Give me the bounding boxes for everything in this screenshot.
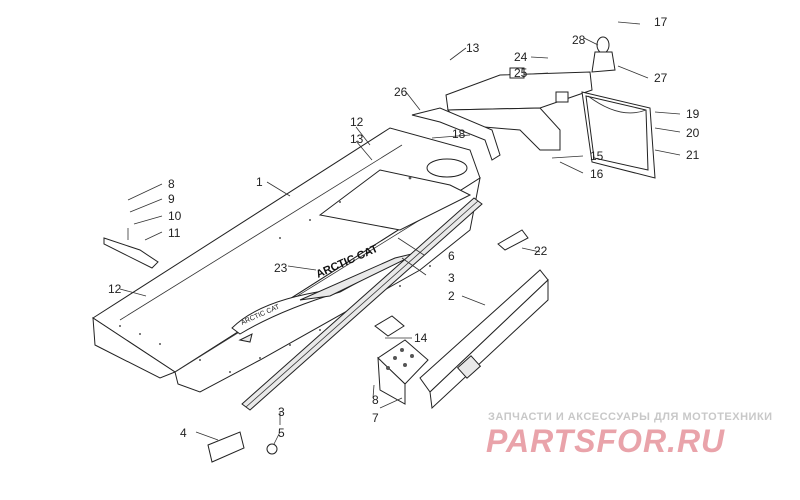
small-plate-part [374, 315, 405, 337]
callout-22: 22 [534, 244, 548, 258]
callout-13-lower: 13 [350, 132, 364, 146]
bumper-assembly [445, 67, 593, 151]
callout-26: 26 [394, 85, 408, 99]
watermark-logo: PARTSFOR.RU [486, 423, 725, 459]
callout-19: 19 [686, 107, 700, 121]
callout-1: 1 [256, 175, 263, 189]
callout-7: 7 [372, 411, 379, 425]
callout-2: 2 [448, 289, 455, 303]
footrest-plate-part [377, 339, 429, 405]
callout-14: 14 [414, 331, 428, 345]
bumper-bar-part [411, 107, 501, 161]
clip-part [103, 228, 159, 269]
callout-13-upper: 13 [466, 41, 480, 55]
hitch-part [591, 36, 616, 73]
callout-15: 15 [590, 149, 604, 163]
callout-24: 24 [514, 50, 528, 64]
callout-12-upper: 12 [350, 115, 364, 129]
callout-3-lower: 3 [278, 405, 285, 419]
tunnel-part [92, 127, 481, 393]
callout-12-lower: 12 [108, 282, 122, 296]
callout-17: 17 [654, 15, 668, 29]
callout-25: 25 [514, 66, 528, 80]
callout-20: 20 [686, 126, 700, 140]
callout-3-upper: 3 [448, 271, 455, 285]
snow-flap-part [581, 91, 656, 179]
callout-4: 4 [180, 426, 187, 440]
callout-28: 28 [572, 33, 586, 47]
callout-18: 18 [452, 127, 466, 141]
callout-8-lower: 8 [372, 393, 379, 407]
callout-8-upper: 8 [168, 177, 175, 191]
screw-part [266, 443, 278, 455]
leader-lines [119, 21, 681, 445]
watermark-tagline: ЗАПЧАСТИ И АКСЕССУАРЫ ДЛЯ МОТОТЕХНИКИ [488, 411, 773, 423]
callout-6: 6 [448, 249, 455, 263]
callout-23: 23 [274, 261, 288, 275]
flap-piece-part [497, 229, 529, 251]
callout-5: 5 [278, 426, 285, 440]
callout-27: 27 [654, 71, 668, 85]
callout-16: 16 [590, 167, 604, 181]
callout-9: 9 [168, 192, 175, 206]
side-bracket-part [419, 269, 549, 410]
callout-21: 21 [686, 148, 700, 162]
callout-10: 10 [168, 209, 182, 223]
callout-11: 11 [168, 226, 181, 240]
rail-part [241, 197, 483, 411]
reflector-part [207, 431, 245, 463]
